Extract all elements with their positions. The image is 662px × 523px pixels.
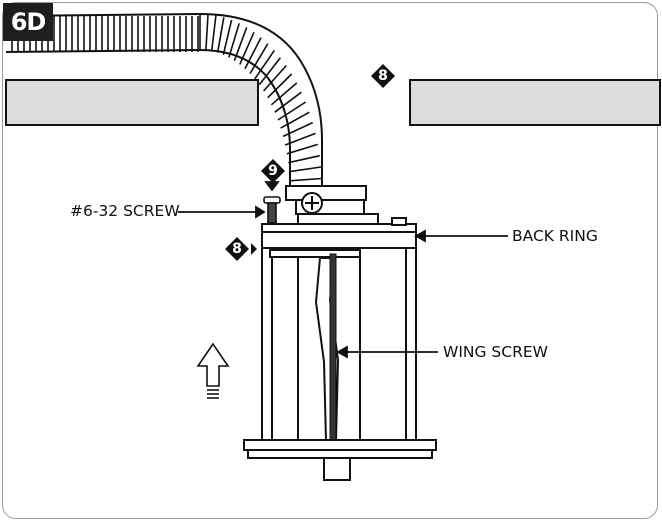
conduit-ring — [289, 177, 322, 182]
housing — [243, 217, 437, 481]
label-wing-screw: WING SCREW — [443, 343, 548, 361]
conduit-ring — [263, 64, 287, 92]
conduit-ring — [249, 43, 269, 75]
conduit-ring — [286, 143, 319, 155]
conduit-ring — [277, 101, 307, 121]
callout-9-number: 9 — [268, 163, 278, 179]
diamond-callout-icon — [261, 159, 285, 183]
conduit-connector — [285, 185, 379, 225]
ceiling-left-panel — [5, 79, 259, 126]
callout-8-left-number: 8 — [232, 241, 242, 257]
conduit-ring — [288, 154, 320, 164]
push-up-arrow — [196, 342, 230, 399]
conduit-ring — [280, 111, 310, 129]
callout-8-left: 8 — [224, 236, 250, 262]
callout-8-top-number: 8 — [378, 68, 388, 84]
callout-8-top: 8 — [370, 63, 396, 89]
conduit-ring — [216, 17, 225, 53]
conduit-ring — [282, 121, 314, 138]
conduit-ring — [222, 19, 233, 55]
diamond-callout-icon — [225, 237, 249, 261]
diamond-callout-icon — [371, 64, 395, 88]
conduit-ring — [274, 91, 302, 113]
conduit-ring — [270, 82, 298, 106]
conduit-ring — [205, 14, 209, 51]
leader-lines — [178, 181, 508, 359]
label-screw: #6-32 SCREW — [70, 202, 180, 220]
back-ring-body — [261, 223, 417, 249]
label-back-ring: BACK RING — [512, 227, 598, 245]
conduit-ring — [258, 57, 282, 86]
screw-part — [263, 196, 281, 224]
flexible-conduit — [5, 12, 323, 191]
callout-9-screw: 9 — [260, 158, 286, 184]
conduit-ring — [210, 15, 217, 52]
ceiling-right-panel — [409, 79, 661, 126]
conduit-ring — [228, 23, 240, 58]
can-body — [261, 247, 417, 441]
conduit-ring — [267, 73, 293, 99]
conduit-ring — [289, 166, 322, 173]
callout-pointer-icon — [251, 243, 257, 255]
step-badge: 6D — [3, 3, 53, 41]
conduit-ring — [244, 37, 262, 70]
conduit-ring — [254, 49, 275, 80]
